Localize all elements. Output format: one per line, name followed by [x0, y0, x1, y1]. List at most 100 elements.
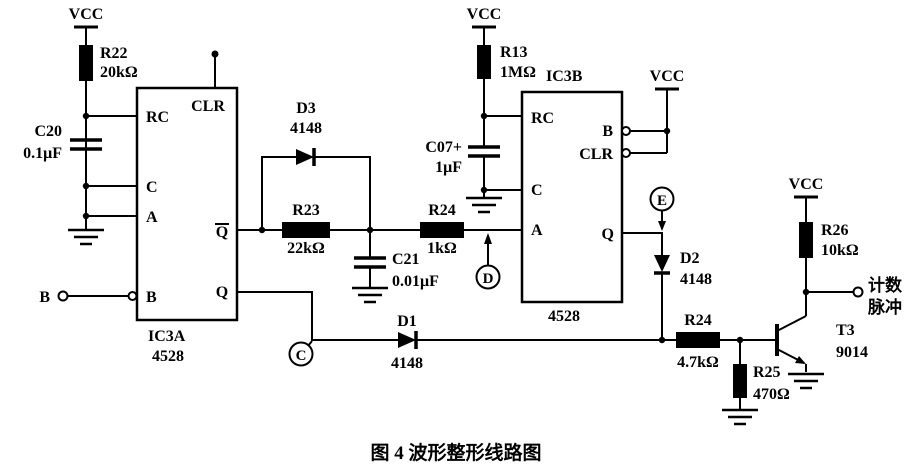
r23-ref: R23 [292, 202, 320, 219]
ic3a-pin-rc: RC [146, 109, 169, 126]
ground-symbol [68, 228, 104, 246]
diode-icon [398, 332, 416, 348]
resistor-body [676, 332, 720, 348]
r24a-value: 1kΩ [427, 240, 457, 257]
ground-symbol [352, 286, 388, 304]
resistor-body [799, 222, 813, 258]
diode-d3: D3 4148 [290, 100, 322, 166]
node-d-label: D [483, 271, 494, 287]
diode-icon [296, 149, 314, 165]
ic3b-pin-q: Q [602, 226, 614, 243]
ic3b: IC3B RC C A B CLR Q 4528 [520, 68, 631, 325]
junction-dot [663, 127, 671, 135]
junction-dot [82, 112, 90, 120]
junction-dot [480, 186, 488, 194]
d1-value: 4148 [391, 355, 423, 372]
wires-left-chain [85, 27, 137, 230]
ic3b-pin-c: C [531, 182, 543, 199]
emitter-arrow-icon [795, 356, 806, 364]
input-b-label: B [39, 289, 50, 306]
d1-ref: D1 [397, 313, 417, 330]
clr-terminal-dot [211, 50, 219, 58]
r22-ref: R22 [100, 45, 128, 62]
ic3b-pin-rc: RC [531, 110, 554, 127]
ic3a-pin-q: Q [216, 284, 228, 301]
node-circle [475, 264, 501, 290]
input-terminal-icon [57, 290, 69, 302]
junction-dot [802, 288, 810, 296]
transistor-t3: T3 9014 [775, 315, 868, 364]
c07-value: 1μF [435, 159, 462, 176]
ic3a-name: IC3A [148, 328, 186, 345]
output-terminal-icon [852, 286, 864, 298]
junction-dot [82, 182, 90, 190]
output-stage: VCC R26 10kΩ 计数 脉冲 T3 9014 [775, 176, 903, 390]
d2-ref: D2 [680, 250, 700, 267]
transistor-collector [776, 315, 807, 332]
r24b-value: 4.7kΩ [677, 354, 719, 371]
ic3b-name: IC3B [546, 68, 583, 85]
r13-ref: R13 [500, 44, 528, 61]
r25-value: 470Ω [753, 386, 790, 403]
resistor-body [420, 222, 464, 238]
ic3a-pin-qbar: Q [216, 224, 228, 241]
r13-value: 1MΩ [500, 64, 536, 81]
ic3a-pin-a: A [146, 209, 158, 226]
resistor-r26: R26 10kΩ [799, 222, 859, 259]
c20-ref: C20 [34, 123, 62, 140]
resistor-r23: R23 22kΩ [282, 202, 330, 257]
node-d-marker: D [475, 233, 501, 290]
diode-d1: D1 4148 [391, 313, 423, 372]
resistor-body [477, 45, 491, 79]
resistor-body [282, 222, 330, 238]
ic3a-pin-b: B [146, 289, 157, 306]
resistor-r25: R25 470Ω [733, 364, 790, 403]
junction-dot [82, 212, 90, 220]
capacitor-c20: C20 0.1μF [23, 123, 102, 162]
wires-vcc-tie [630, 89, 668, 154]
pin-bubble-icon [621, 148, 631, 158]
ic3a-pin-c: C [146, 179, 158, 196]
vcc-label-mid: VCC [467, 6, 502, 23]
bottom-rail-network: C D1 4148 R24 4.7kΩ R25 470Ω [237, 291, 790, 426]
r22-value: 20kΩ [100, 64, 138, 81]
resistor-r13: R13 1MΩ [477, 44, 536, 81]
d3-ref: D3 [296, 100, 316, 117]
d3-value: 4148 [290, 120, 322, 137]
r26-value: 10kΩ [821, 242, 859, 259]
diode-icon [654, 255, 670, 272]
ic3a-body [135, 86, 239, 322]
ic3a: RC CLR C A B Q Q IC3A 4528 [135, 50, 239, 365]
r25-ref: R25 [753, 364, 781, 381]
c21-value: 0.01μF [392, 273, 439, 290]
capacitor-c21: C21 0.01μF [354, 251, 439, 290]
resistor-r24a: R24 1kΩ [420, 202, 464, 257]
arrow-down-icon [658, 221, 666, 231]
wires-q-d2 [622, 232, 663, 340]
node-c-label: C [296, 348, 307, 364]
ic3b-pin-clr: CLR [579, 146, 613, 163]
ic3b-part: 4528 [548, 308, 580, 325]
node-c-marker: C [288, 340, 314, 367]
resistor-body [79, 45, 93, 81]
vcc-label-output: VCC [789, 176, 824, 193]
r26-ref: R26 [821, 222, 849, 239]
r24b-ref: R24 [684, 312, 712, 329]
junction-dot [366, 226, 374, 234]
resistor-r22: R22 20kΩ [79, 45, 138, 81]
r13-c07-network: VCC R13 1MΩ C07+ 1μF [425, 6, 536, 214]
ground-symbol [788, 372, 824, 390]
wires-bottom-rail [237, 291, 777, 410]
vcc-label-right: VCC [650, 68, 685, 85]
resistor-r24b: R24 4.7kΩ [676, 312, 720, 371]
r24a-ref: R24 [428, 202, 456, 219]
ic3b-body [520, 90, 624, 304]
ic3a-pin-clr: CLR [191, 98, 225, 115]
ic3b-pin-a: A [531, 222, 543, 239]
c20-value: 0.1μF [23, 145, 62, 162]
node-circle [649, 186, 675, 212]
junction-dot [258, 226, 266, 234]
vcc-label-left: VCC [69, 6, 104, 23]
ic3a-part: 4528 [152, 348, 184, 365]
